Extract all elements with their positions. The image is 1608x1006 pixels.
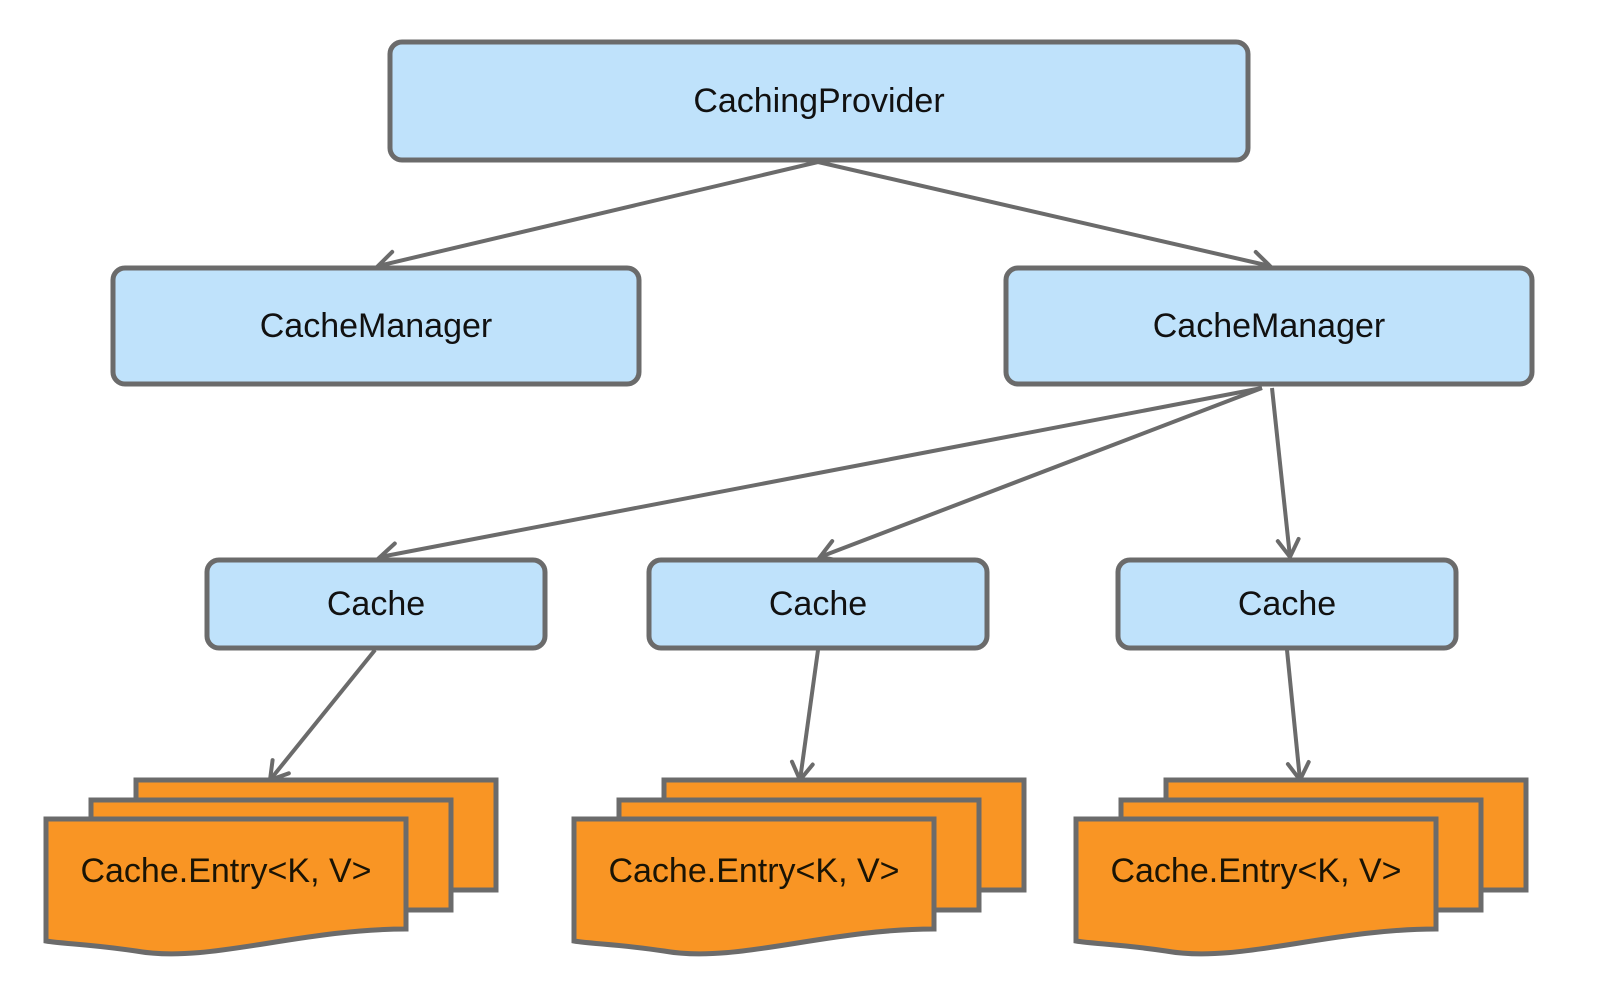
- node-label: Cache: [327, 585, 425, 623]
- node-entries-1: Cache.Entry<K, V>: [43, 777, 499, 957]
- node-cache-2: Cache: [646, 557, 990, 651]
- entry-label: Cache.Entry<K, V>: [1110, 852, 1401, 890]
- document-sheet-front: [571, 816, 937, 957]
- node-entries-2: Cache.Entry<K, V>: [571, 777, 1027, 957]
- document-sheet-front: [43, 816, 409, 957]
- edge-line: [817, 160, 1271, 268]
- edge-cache-manager-2-to-cache-1: [376, 386, 1263, 567]
- node-caching-provider: CachingProvider: [387, 39, 1251, 163]
- entry-label: Cache.Entry<K, V>: [80, 852, 371, 890]
- node-box: [646, 557, 990, 651]
- edge-line: [268, 648, 377, 782]
- node-cache-1: Cache: [204, 557, 548, 651]
- edge-line: [379, 386, 1263, 559]
- node-box: [110, 265, 642, 387]
- node-box: [387, 39, 1251, 163]
- edge-caching-provider-to-cache-manager-1: [374, 160, 819, 275]
- node-label: CacheManager: [260, 307, 492, 345]
- edge-line: [798, 649, 820, 781]
- document-sheet-front: [1073, 816, 1439, 957]
- edge-line: [819, 386, 1263, 559]
- arrowhead-icon: [1275, 536, 1301, 561]
- edges-layer: [267, 160, 1311, 784]
- edge-cache-manager-2-to-cache-3: [1270, 387, 1301, 561]
- node-box: [1115, 557, 1459, 651]
- edge-cache-3-to-entries-3: [1285, 649, 1311, 784]
- edge-cache-manager-2-to-cache-2: [816, 386, 1263, 563]
- edge-cache-2-to-entries-2: [789, 649, 820, 784]
- node-entries-3: Cache.Entry<K, V>: [1073, 777, 1529, 957]
- node-box: [204, 557, 548, 651]
- node-cache-manager-1: CacheManager: [110, 265, 642, 387]
- node-box: [1003, 265, 1535, 387]
- edge-line: [377, 160, 819, 268]
- node-label: CachingProvider: [693, 82, 944, 120]
- entry-label: Cache.Entry<K, V>: [608, 852, 899, 890]
- node-label: Cache: [1238, 585, 1336, 623]
- node-label: CacheManager: [1153, 307, 1385, 345]
- edge-caching-provider-to-cache-manager-2: [817, 160, 1274, 275]
- edge-cache-1-to-entries-1: [267, 648, 377, 783]
- node-label: Cache: [769, 585, 867, 623]
- node-cache-3: Cache: [1115, 557, 1459, 651]
- edge-line: [1270, 387, 1292, 558]
- edge-line: [1285, 649, 1302, 781]
- node-cache-manager-2: CacheManager: [1003, 265, 1535, 387]
